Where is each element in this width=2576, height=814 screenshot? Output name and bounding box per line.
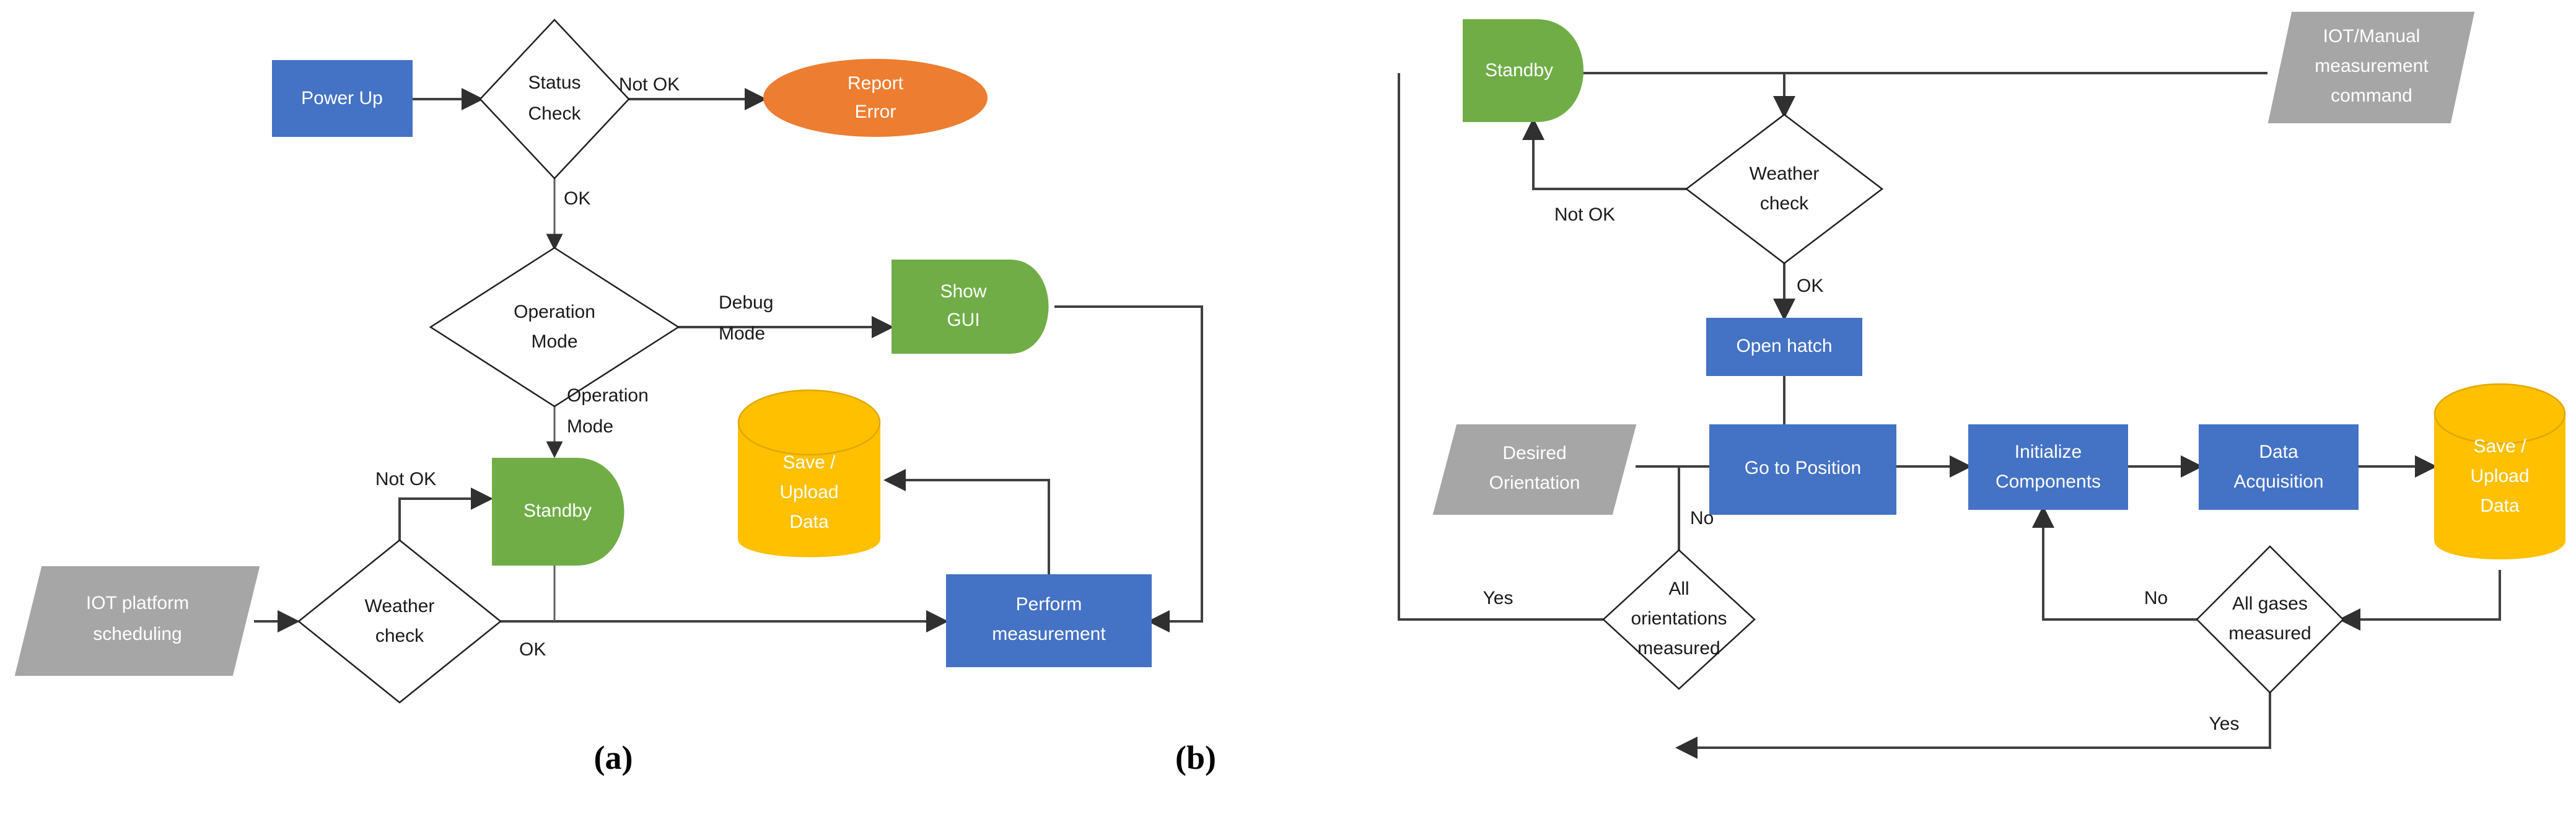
panel-a-svg: Power Up Status Check Report Error Opera…	[14, 19, 1203, 704]
panel-a-flowchart: Power Up Status Check Report Error Opera…	[14, 19, 1203, 704]
node-desired-orientation[interactable]: Desired Orientation	[1432, 424, 1637, 515]
node-iot-manual-label-line2: measurement	[2315, 56, 2429, 76]
node-power-up-label: Power Up	[301, 88, 383, 108]
edge-label-orientations-no: No	[1690, 508, 1714, 528]
edge-label-orientations-yes: Yes	[1483, 588, 1514, 608]
node-save-upload-label-line2: Upload	[2470, 466, 2529, 486]
node-go-to-position[interactable]: Go to Position	[1709, 424, 1896, 515]
panel-b-svg: Standby IOT/Manual measurement command W…	[1398, 12, 2566, 759]
node-iot-manual-label-line1: IOT/Manual	[2323, 26, 2420, 46]
node-all-gases-measured[interactable]: All gases measured	[2196, 545, 2344, 694]
node-standby[interactable]: Standby	[1463, 19, 1584, 122]
node-iot-manual-label-line3: command	[2331, 85, 2412, 106]
node-operation-mode-label-line2: Mode	[531, 331, 577, 352]
node-go-to-position-label: Go to Position	[1745, 458, 1861, 478]
node-operation-mode[interactable]: Operation Mode	[429, 247, 680, 408]
node-weather-check[interactable]: Weather check	[297, 539, 502, 704]
node-desired-orientation-label-line1: Desired	[1502, 443, 1566, 463]
node-report-error-label-line1: Report	[848, 73, 904, 94]
edge-label-status-not-ok: Not OK	[619, 74, 680, 95]
node-save-upload-data[interactable]: Save / Upload Data	[2434, 383, 2566, 559]
edge-label-gases-no: No	[2144, 588, 2168, 608]
node-all-orientations-label-line1: All	[1668, 579, 1689, 599]
node-report-error-label-line2: Error	[855, 102, 896, 122]
node-initialize-components-label-line2: Components	[1996, 471, 2101, 492]
edge-showgui-performmeasurement	[1054, 305, 1203, 632]
node-weather-check[interactable]: Weather check	[1684, 113, 1884, 265]
node-standby[interactable]: Standby	[492, 458, 624, 566]
edge-label-debug-mode-line1: Debug	[719, 292, 773, 313]
edge-label-operation-mode-line1: Operation	[567, 385, 649, 406]
edge-label-debug-mode-line2: Mode	[719, 323, 765, 344]
node-save-upload-label-line1: Save /	[2473, 436, 2526, 457]
node-iot-platform-scheduling[interactable]: IOT platform scheduling	[14, 566, 260, 676]
node-perform-measurement[interactable]: Perform measurement	[946, 574, 1152, 667]
panel-b-flowchart: Standby IOT/Manual measurement command W…	[1289, 0, 2576, 814]
edge-allgases-initialize-no	[2032, 505, 2198, 621]
caption-panel-a: (a)	[594, 739, 633, 776]
node-perform-measurement-label-line1: Perform	[1016, 594, 1082, 615]
node-initialize-components[interactable]: Initialize Components	[1968, 424, 2128, 510]
node-all-gases-label-line1: All gases	[2232, 593, 2308, 614]
edge-label-weather-not-ok: Not OK	[1554, 204, 1615, 225]
node-open-hatch-label: Open hatch	[1736, 336, 1832, 356]
node-data-acquisition-label-line2: Acquisition	[2233, 471, 2323, 492]
node-standby-label: Standby	[1485, 60, 1553, 81]
caption-panel-b: (b)	[1175, 739, 1216, 776]
node-show-gui-label-line2: GUI	[947, 310, 979, 330]
node-standby-label: Standby	[524, 501, 592, 521]
node-all-orientations-label-line3: measured	[1637, 638, 1720, 659]
node-desired-orientation-label-line2: Orientation	[1489, 473, 1580, 493]
edge-label-weather-not-ok: Not OK	[375, 469, 436, 489]
node-power-up[interactable]: Power Up	[272, 60, 413, 137]
edge-label-weather-ok: OK	[519, 639, 546, 660]
node-iot-platform-label-line1: IOT platform	[86, 593, 189, 613]
node-report-error[interactable]: Report Error	[763, 59, 988, 137]
node-save-upload-label-line2: Upload	[779, 482, 838, 502]
edge-label-weather-ok: OK	[1797, 276, 1823, 296]
edge-weathercheck-standby-notok	[398, 488, 493, 540]
node-save-upload-data[interactable]: Save / Upload Data	[737, 389, 881, 558]
node-perform-measurement-label-line2: measurement	[992, 624, 1106, 644]
node-save-upload-label-line3: Data	[789, 512, 829, 532]
node-weather-check-label-line2: check	[1760, 193, 1809, 214]
edge-allgases-allorientations-yes	[1675, 693, 2271, 759]
edge-label-gases-yes: Yes	[2209, 714, 2240, 734]
node-weather-check-label-line1: Weather	[1750, 164, 1820, 184]
node-status-check-label-line2: Check	[528, 103, 581, 124]
node-status-check-label-line1: Status	[528, 72, 580, 93]
node-iot-manual-command[interactable]: IOT/Manual measurement command	[2267, 12, 2475, 123]
edge-weathercheck-standby-notok	[1522, 118, 1688, 190]
node-save-upload-label-line3: Data	[2480, 496, 2520, 516]
node-open-hatch[interactable]: Open hatch	[1706, 318, 1862, 376]
node-all-orientations-measured[interactable]: All orientations measured	[1602, 549, 1756, 690]
node-all-orientations-label-line2: orientations	[1631, 608, 1727, 629]
node-data-acquisition[interactable]: Data Acquisition	[2199, 424, 2359, 510]
node-weather-check-label-line2: check	[375, 626, 424, 646]
edge-allorientations-standby-yes	[1398, 73, 1603, 621]
node-data-acquisition-label-line1: Data	[2259, 442, 2298, 462]
edge-saveupload-allgases	[2338, 570, 2501, 631]
node-status-check[interactable]: Status Check	[479, 19, 630, 180]
node-initialize-components-label-line1: Initialize	[2015, 442, 2082, 462]
node-show-gui-label-line1: Show	[940, 281, 986, 302]
edge-label-operation-mode-line2: Mode	[567, 416, 613, 437]
node-all-gases-label-line2: measured	[2228, 623, 2311, 644]
node-save-upload-label-line1: Save /	[782, 452, 836, 473]
node-weather-check-label-line1: Weather	[365, 596, 435, 616]
node-iot-platform-label-line2: scheduling	[93, 624, 182, 644]
node-show-gui[interactable]: Show GUI	[892, 260, 1049, 354]
node-operation-mode-label-line1: Operation	[514, 302, 595, 322]
edge-label-status-ok: OK	[564, 188, 590, 209]
